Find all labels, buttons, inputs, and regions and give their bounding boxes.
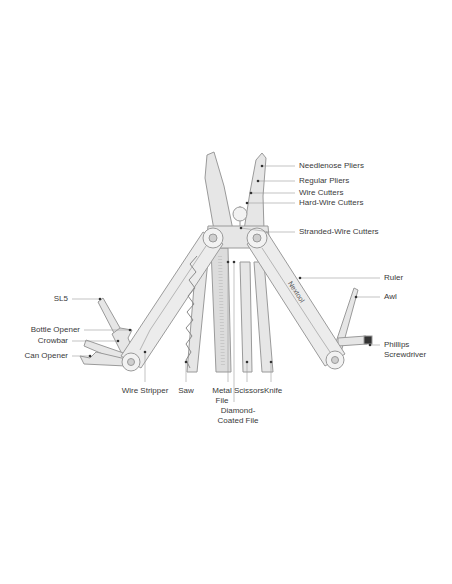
part-label: Awl: [384, 292, 397, 302]
pivot: [203, 228, 223, 248]
plier-jaw: [205, 152, 233, 230]
pivot: [122, 353, 140, 371]
part-label: Scissors: [234, 386, 264, 396]
screwdriver-tip: [364, 336, 372, 344]
pivot-center: [253, 234, 261, 242]
part-label: Crowbar: [38, 336, 68, 346]
part-label: Hard-Wire Cutters: [299, 198, 363, 208]
plier-jaw: [244, 153, 266, 230]
pivot: [233, 207, 247, 221]
screwdriver-shaft: [338, 336, 367, 346]
part-label: SL5: [54, 294, 68, 304]
part-label: Phillips Screwdriver: [384, 340, 436, 360]
pivot: [326, 351, 344, 369]
part-label: Ruler: [384, 273, 403, 283]
pivot-center: [332, 357, 339, 364]
left-handle: [121, 232, 223, 368]
part-label: Knife: [264, 386, 282, 396]
brand-label: Nextool: [285, 279, 306, 304]
handle-groove: [140, 246, 206, 350]
part-label: Wire Cutters: [299, 188, 343, 198]
part-label: Wire Stripper: [122, 386, 169, 396]
pivot-center: [209, 234, 217, 242]
leader-dots: [89, 165, 372, 364]
file-texture: [220, 256, 223, 366]
right-handle: [247, 232, 345, 366]
part-label: Saw: [178, 386, 194, 396]
part-label: Bottle Opener: [31, 325, 80, 335]
part-label: Stranded-Wire Cutters: [299, 227, 379, 237]
pivot-center: [128, 359, 135, 366]
part-label: Metal File: [210, 386, 234, 406]
part-label: Diamond-Coated File: [213, 406, 263, 426]
scissors-tool: [240, 262, 252, 372]
part-label: Can Opener: [24, 351, 68, 361]
part-label: Needlenose Pliers: [299, 161, 364, 171]
part-label: Regular Pliers: [299, 176, 349, 186]
saw-teeth: [186, 256, 197, 368]
leader-lines: [72, 166, 380, 402]
handle-groove: [262, 248, 330, 352]
